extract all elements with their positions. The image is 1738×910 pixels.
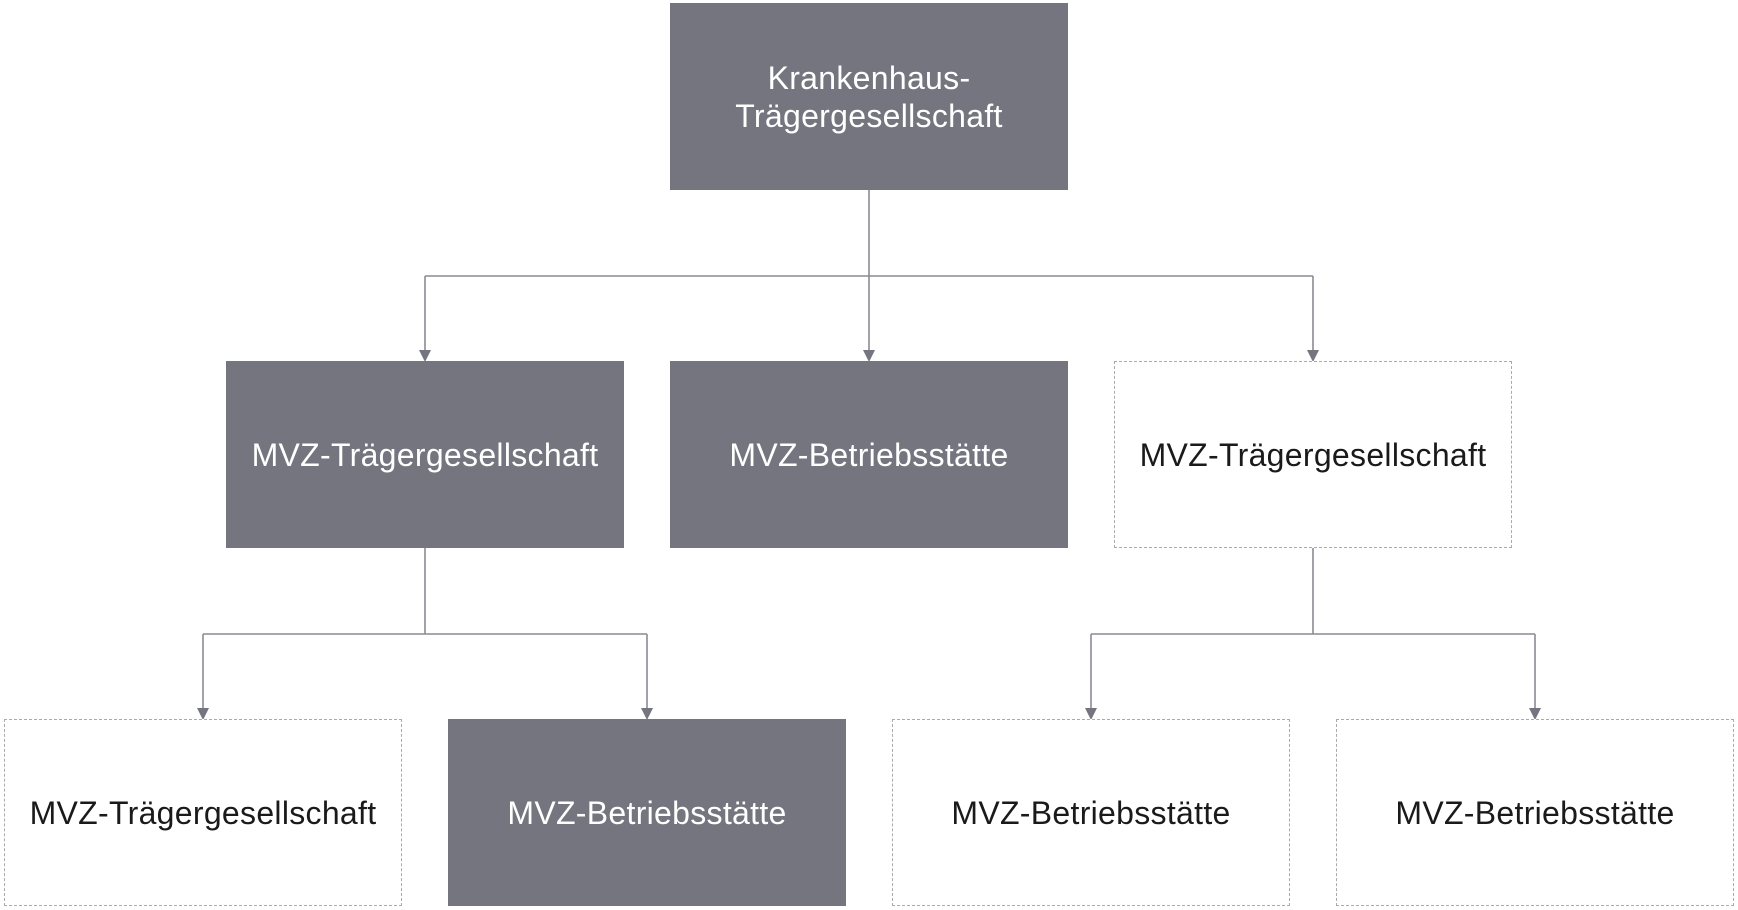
node-l2-0: MVZ-Trägergesellschaft	[4, 719, 402, 906]
node-l2-2-label: MVZ-Betriebsstätte	[951, 794, 1231, 831]
node-l1-1-label: MVZ-Betriebsstätte	[729, 436, 1009, 473]
arrowhead-l2-3	[1529, 708, 1541, 720]
node-l2-2: MVZ-Betriebsstätte	[892, 719, 1290, 906]
node-l1-2-label: MVZ-Trägergesellschaft	[1139, 436, 1487, 473]
node-l2-1-label: MVZ-Betriebsstätte	[507, 794, 787, 831]
arrowhead-l1-1	[863, 350, 875, 362]
node-l1-1: MVZ-Betriebsstätte	[670, 361, 1068, 548]
arrowhead-l1-0	[419, 350, 431, 362]
arrowhead-l2-0	[197, 708, 209, 720]
arrowhead-l2-2	[1085, 708, 1097, 720]
node-l2-0-label: MVZ-Trägergesellschaft	[29, 794, 377, 831]
arrowhead-l2-1	[641, 708, 653, 720]
node-l2-3-label: MVZ-Betriebsstätte	[1395, 794, 1675, 831]
node-l1-0: MVZ-Trägergesellschaft	[226, 361, 624, 548]
node-l1-2: MVZ-Trägergesellschaft	[1114, 361, 1512, 548]
node-l1-0-label: MVZ-Trägergesellschaft	[251, 436, 599, 473]
node-root-label: Krankenhaus- Trägergesellschaft	[735, 59, 1003, 134]
node-root: Krankenhaus- Trägergesellschaft	[670, 3, 1068, 190]
node-l2-1: MVZ-Betriebsstätte	[448, 719, 846, 906]
node-l2-3: MVZ-Betriebsstätte	[1336, 719, 1734, 906]
arrowhead-l1-2	[1307, 350, 1319, 362]
